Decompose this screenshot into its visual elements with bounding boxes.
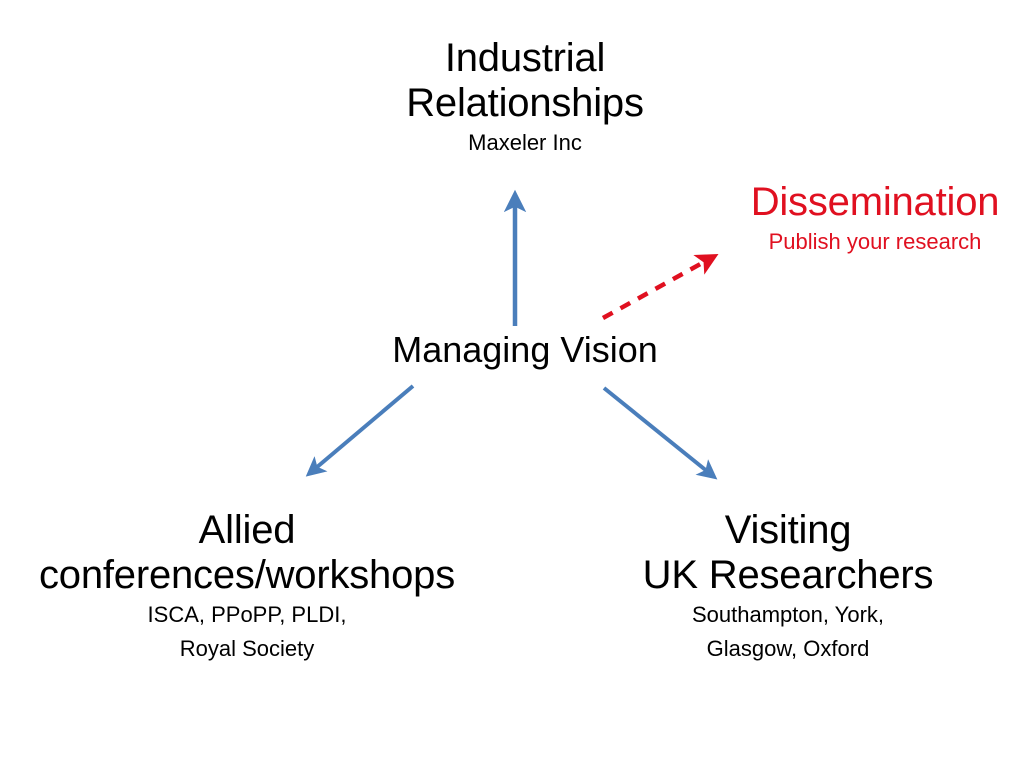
- node-allied-conferences: Allied conferences/workshops ISCA, PPoPP…: [0, 508, 497, 666]
- node-industrial-title-line1: Industrial: [444, 36, 606, 80]
- node-industrial-title-line2: Relationships: [406, 80, 644, 125]
- node-allied-title-line1: Allied: [198, 508, 296, 552]
- node-visiting-uk-researchers: Visiting UK Researchers Southampton, Yor…: [538, 508, 1024, 666]
- node-allied-title-line2: conferences/workshops: [38, 552, 455, 597]
- node-allied-subtitle-line2: Royal Society: [179, 635, 315, 661]
- node-dissemination: Dissemination Publish your research: [625, 180, 1024, 259]
- arrow-to-visiting: [602, 386, 718, 480]
- node-visiting-title-line1: Visiting: [724, 508, 852, 552]
- arrow-to-allied: [305, 384, 415, 477]
- node-dissemination-subtitle: Publish your research: [768, 228, 982, 254]
- arrow-to-dissemination: [601, 253, 719, 320]
- node-visiting-title-line2: UK Researchers: [642, 552, 934, 597]
- node-allied-subtitle-line1: ISCA, PPoPP, PLDI,: [147, 601, 347, 627]
- node-visiting-subtitle-line1: Southampton, York,: [691, 601, 885, 627]
- node-visiting-subtitle-line2: Glasgow, Oxford: [706, 635, 870, 661]
- center-label: Managing Vision: [392, 329, 658, 370]
- node-industrial-relationships: Industrial Relationships Maxeler Inc: [275, 36, 775, 160]
- node-managing-vision: Managing Vision: [275, 329, 775, 370]
- node-industrial-subtitle: Maxeler Inc: [468, 129, 582, 155]
- node-dissemination-title: Dissemination: [750, 180, 1000, 224]
